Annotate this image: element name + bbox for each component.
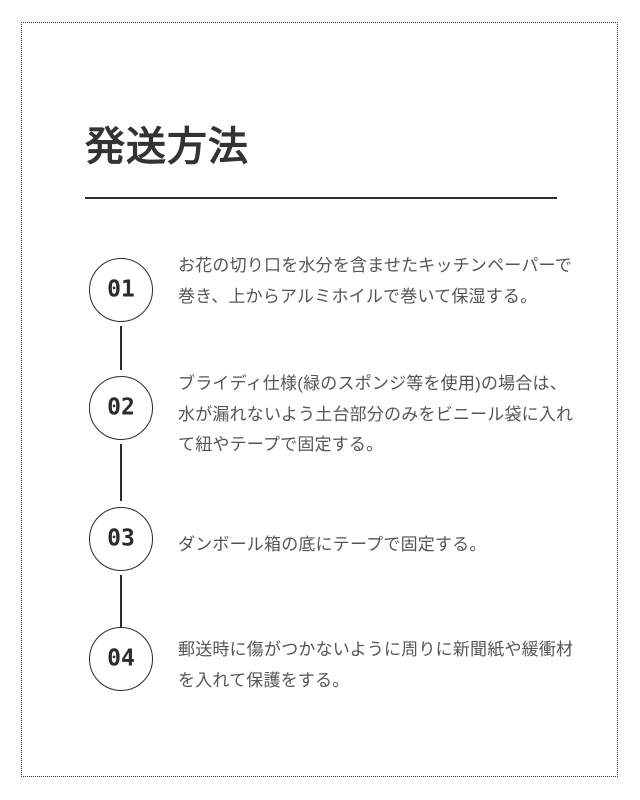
step-connector-line [120, 444, 122, 501]
step-description: お花の切り口を水分を含ませたキッチンペーパーで巻き、上からアルミホイルで巻いて保… [178, 256, 572, 306]
step-number-label: 03 [107, 525, 135, 551]
step-description: ブライディ仕様(緑のスポンジ等を使用)の場合は、水が漏れないよう土台部分のみをビ… [178, 374, 574, 454]
step-marker-03: 03 [89, 507, 153, 571]
step-description: ダンボール箱の底にテープで固定する。 [178, 535, 487, 554]
page-title: 発送方法 [85, 125, 249, 169]
step-connector-line [120, 575, 122, 628]
steps-timeline: 01 お花の切り口を水分を含ませたキッチンペーパーで巻き、上からアルミホイルで巻… [22, 23, 617, 776]
step-description: 郵送時に傷がつかないように周りに新聞紙や緩衝材を入れて保護をする。 [178, 640, 574, 690]
step-connector-line [120, 326, 122, 370]
step-marker-01: 01 [89, 258, 153, 322]
step-number-label: 01 [107, 276, 135, 302]
step-marker-04: 04 [89, 627, 153, 691]
step-number-label: 04 [107, 645, 135, 671]
title-divider [85, 197, 557, 199]
instruction-card: 発送方法 01 お花の切り口を水分を含ませたキッチンペーパーで巻き、上からアルミ… [21, 22, 618, 777]
step-number-label: 02 [107, 394, 135, 420]
step-marker-02: 02 [89, 376, 153, 440]
